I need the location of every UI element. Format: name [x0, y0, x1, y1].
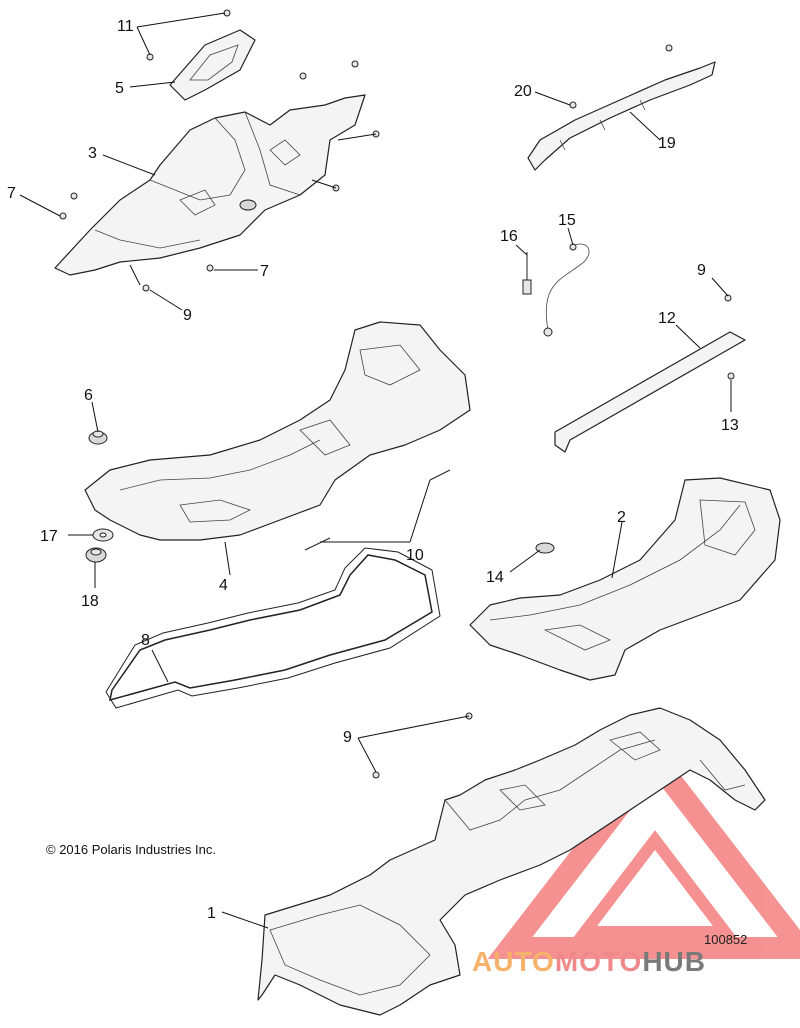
diagram-number: 100852: [704, 932, 748, 947]
part-3-front-cover: [54, 94, 366, 276]
part-17-washer: [92, 528, 114, 542]
part-19-rail: [527, 61, 716, 171]
callout-13: 13: [721, 417, 739, 434]
part-12-strap: [554, 331, 746, 453]
part-18-bushing: [85, 547, 107, 563]
watermark-wordmark: AUTOMOTOHUB: [472, 946, 706, 978]
watermark-part-c: HUB: [642, 946, 706, 977]
callout-19: 19: [658, 135, 676, 152]
callout-9c: 9: [343, 729, 352, 746]
part-10-pins: [304, 469, 451, 551]
callout-1: 1: [207, 905, 216, 922]
part-6-grommet: [88, 430, 108, 445]
part-1-rear-body: [257, 707, 766, 1016]
callout-11: 11: [117, 18, 134, 35]
part-2-storage-tray: [469, 477, 781, 681]
callout-17: 17: [40, 528, 58, 545]
callout-7a: 7: [7, 185, 16, 202]
watermark-triangle-logo: [487, 741, 800, 959]
copyright-notice: © 2016 Polaris Industries Inc.: [46, 842, 216, 857]
callout-2: 2: [617, 509, 626, 526]
callout-15: 15: [558, 212, 576, 229]
callout-12: 12: [658, 310, 676, 327]
callout-labels: 11 5 3 7 7 9 20 19 16 15 9 12 13 6 4 17 …: [7, 18, 739, 922]
callout-18: 18: [81, 593, 99, 610]
callout-6: 6: [84, 387, 93, 404]
callout-3: 3: [88, 145, 97, 162]
callout-20: 20: [514, 83, 532, 100]
part-8-seal: [105, 547, 441, 709]
callout-4: 4: [219, 577, 228, 594]
watermark-part-b: MOTO: [554, 946, 643, 977]
part-15-16-wire-bolt: [522, 243, 590, 337]
callout-9b: 9: [697, 262, 706, 279]
callout-10: 10: [406, 547, 424, 564]
leader-lines: [19, 12, 732, 929]
part-4-center-panel: [84, 321, 471, 541]
callout-5: 5: [115, 80, 124, 97]
callout-8: 8: [141, 632, 150, 649]
part-14-plug: [535, 542, 555, 554]
callout-7b: 7: [260, 263, 269, 280]
callout-14: 14: [486, 569, 504, 586]
part-5-bracket: [169, 29, 256, 101]
callout-9a: 9: [183, 307, 192, 324]
watermark-part-a: AUTO: [472, 946, 555, 977]
callout-16: 16: [500, 228, 518, 245]
fasteners: [59, 9, 735, 779]
